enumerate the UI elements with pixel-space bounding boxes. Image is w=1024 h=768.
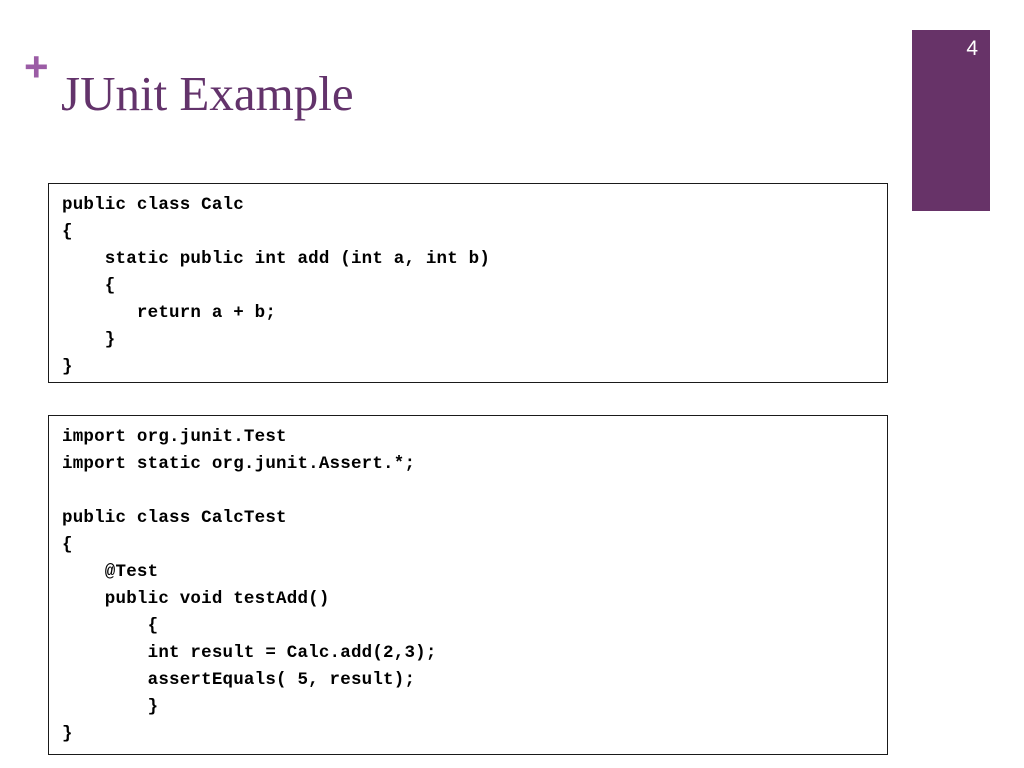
code-line: public class Calc: [62, 195, 244, 215]
slide-number-badge: 4: [912, 30, 990, 211]
code-line: int result = Calc.add(2,3);: [62, 643, 437, 663]
slide-title-block: + JUnit Example: [24, 38, 884, 128]
code-line: }: [62, 357, 73, 377]
plus-icon: +: [24, 43, 49, 90]
code-line: [62, 478, 887, 505]
code-lines: import org.junit.Test import static org.j…: [49, 416, 887, 748]
code-line: return a + b;: [62, 303, 277, 323]
code-line: @Test: [62, 562, 159, 582]
code-line: }: [62, 697, 159, 717]
code-block-calc-test-class: import org.junit.Test import static org.j…: [48, 415, 888, 755]
code-line: {: [62, 535, 73, 555]
code-line: }: [62, 330, 116, 350]
code-line: import org.junit.Test: [62, 427, 287, 447]
code-line: {: [62, 276, 116, 296]
slide-number: 4: [966, 37, 978, 60]
code-line: {: [62, 616, 159, 636]
code-line: }: [62, 724, 73, 744]
code-lines: public class Calc { static public int add…: [49, 184, 887, 381]
code-line: {: [62, 222, 73, 242]
code-line: public class CalcTest: [62, 508, 287, 528]
code-line: static public int add (int a, int b): [62, 249, 491, 269]
code-line: import static org.junit.Assert.*;: [62, 454, 416, 474]
page-title: JUnit Example: [61, 66, 354, 121]
code-line: assertEquals( 5, result);: [62, 670, 416, 690]
code-block-calc-class: public class Calc { static public int add…: [48, 183, 888, 383]
code-line: public void testAdd(): [62, 589, 330, 609]
